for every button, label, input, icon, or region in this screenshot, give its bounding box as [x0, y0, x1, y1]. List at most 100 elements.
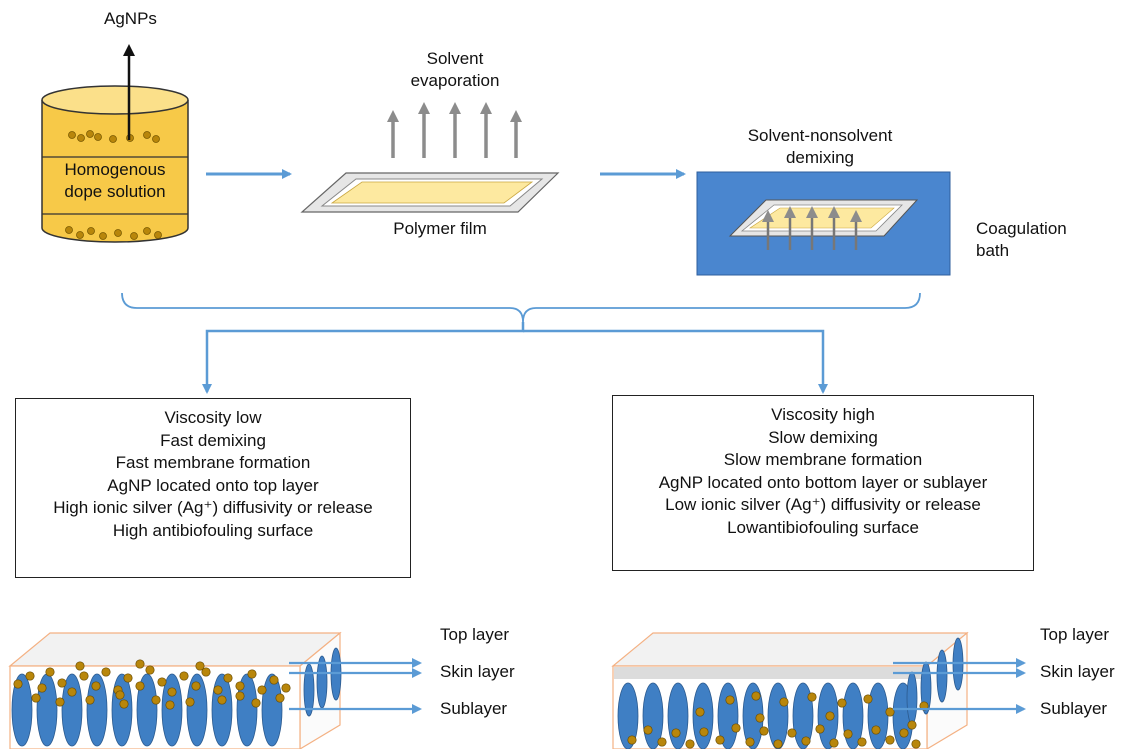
silver-particle — [843, 729, 853, 739]
agnps-label: AgNPs — [104, 9, 157, 28]
silver-particle — [829, 738, 839, 748]
silver-particle — [123, 673, 133, 683]
silver-particle — [195, 661, 205, 671]
pore — [11, 673, 33, 747]
silver-particle — [725, 695, 735, 705]
right-box-line: Lowantibiofouling surface — [727, 517, 919, 537]
left-particles — [13, 659, 291, 710]
silver-particle — [275, 693, 285, 703]
silver-particle — [191, 681, 201, 691]
split-arrow-right — [523, 329, 828, 394]
pore — [86, 673, 108, 747]
silver-particle — [157, 677, 167, 687]
silver-particle — [857, 737, 867, 747]
silver-particle — [57, 678, 67, 688]
pore — [111, 673, 133, 747]
silver-particle — [25, 671, 35, 681]
silver-particle — [67, 687, 77, 697]
silver-particle — [807, 692, 817, 702]
silver-particle — [863, 694, 873, 704]
silver-particle — [269, 675, 279, 685]
pore — [867, 682, 889, 749]
silver-particle — [759, 726, 769, 736]
left-box-line: High antibiofouling surface — [112, 520, 314, 540]
silver-particle — [213, 685, 223, 695]
silver-particle — [179, 671, 189, 681]
silver-particle — [837, 698, 847, 708]
split-arrow-left — [202, 322, 525, 394]
silver-particle — [119, 699, 129, 709]
silver-particle — [251, 698, 261, 708]
polymer-film-label: Polymer film — [393, 219, 487, 238]
silver-particle — [75, 661, 85, 671]
silver-particle — [643, 725, 653, 735]
silver-particle — [37, 683, 47, 693]
silver-particle — [815, 724, 825, 734]
right-box-line: Slow demixing — [768, 427, 878, 447]
silver-particle — [627, 735, 637, 745]
polymer-film — [300, 172, 560, 213]
silver-particle — [911, 739, 921, 749]
right-skin-layer-label: Skin layer — [1040, 662, 1115, 681]
silver-particle — [79, 671, 89, 681]
silver-particle — [715, 735, 725, 745]
silver-particle — [135, 659, 145, 669]
coagulation-bath-label-line2: bath — [976, 241, 1010, 260]
demixing-label-line1: Solvent-nonsolvent — [747, 126, 893, 145]
pore — [667, 682, 689, 749]
coagulation-bath-label-line1: Coagulation — [976, 219, 1067, 238]
silver-particle — [751, 691, 761, 701]
left-skin-layer-label: Skin layer — [440, 662, 515, 681]
silver-particle — [787, 728, 797, 738]
silver-particle — [247, 669, 257, 679]
pore — [261, 673, 283, 747]
silver-particle — [115, 690, 125, 700]
silver-particle — [871, 725, 881, 735]
silver-particle — [85, 695, 95, 705]
evaporation-label-line2: evaporation — [410, 71, 500, 90]
silver-particle — [235, 681, 245, 691]
silver-particle — [217, 695, 227, 705]
pore — [617, 682, 639, 749]
silver-particle — [731, 723, 741, 733]
silver-particle — [167, 687, 177, 697]
pore — [211, 673, 233, 747]
dope-label: Homogenous dope solution — [44, 159, 186, 203]
silver-particle — [907, 720, 917, 730]
left-property-box: Viscosity low Fast demixing Fast membran… — [15, 398, 411, 578]
silver-particle — [671, 728, 681, 738]
pore — [767, 682, 789, 749]
silver-particle — [145, 665, 155, 675]
silver-particle — [165, 700, 175, 710]
left-box-line: High ionic silver (Ag⁺) diffusivity or r… — [53, 498, 373, 517]
silver-particle — [779, 697, 789, 707]
right-particles — [627, 691, 929, 749]
dope-label-line2: dope solution — [64, 182, 166, 201]
silver-particle — [223, 673, 233, 683]
pore — [161, 673, 183, 747]
demixing-arrows — [762, 206, 862, 250]
silver-particle — [825, 711, 835, 721]
silver-particle — [257, 685, 267, 695]
right-box-line: AgNP located onto bottom layer or sublay… — [658, 472, 988, 492]
left-box-line: Viscosity low — [164, 408, 262, 427]
silver-particle — [151, 695, 161, 705]
pore — [692, 682, 714, 749]
demixing-label: Solvent-nonsolvent demixing — [730, 125, 910, 169]
pore — [136, 673, 158, 747]
silver-particle — [201, 667, 211, 677]
left-layer-arrows — [289, 658, 422, 714]
right-property-box: Viscosity high Slow demixing Slow membra… — [612, 395, 1034, 571]
left-top-layer-label: Top layer — [440, 625, 509, 644]
right-layer-arrows — [893, 658, 1026, 714]
silver-particle — [55, 697, 65, 707]
silver-particle — [885, 707, 895, 717]
silver-particle — [755, 713, 765, 723]
evaporation-label-line1: Solvent — [426, 49, 484, 68]
left-box-line: Fast demixing — [160, 430, 266, 450]
coagulation-bath-label: Coagulation bath — [976, 218, 1067, 262]
right-sublayer-label: Sublayer — [1040, 699, 1108, 718]
dope-label-line1: Homogenous — [64, 160, 166, 179]
silver-particle — [699, 727, 709, 737]
